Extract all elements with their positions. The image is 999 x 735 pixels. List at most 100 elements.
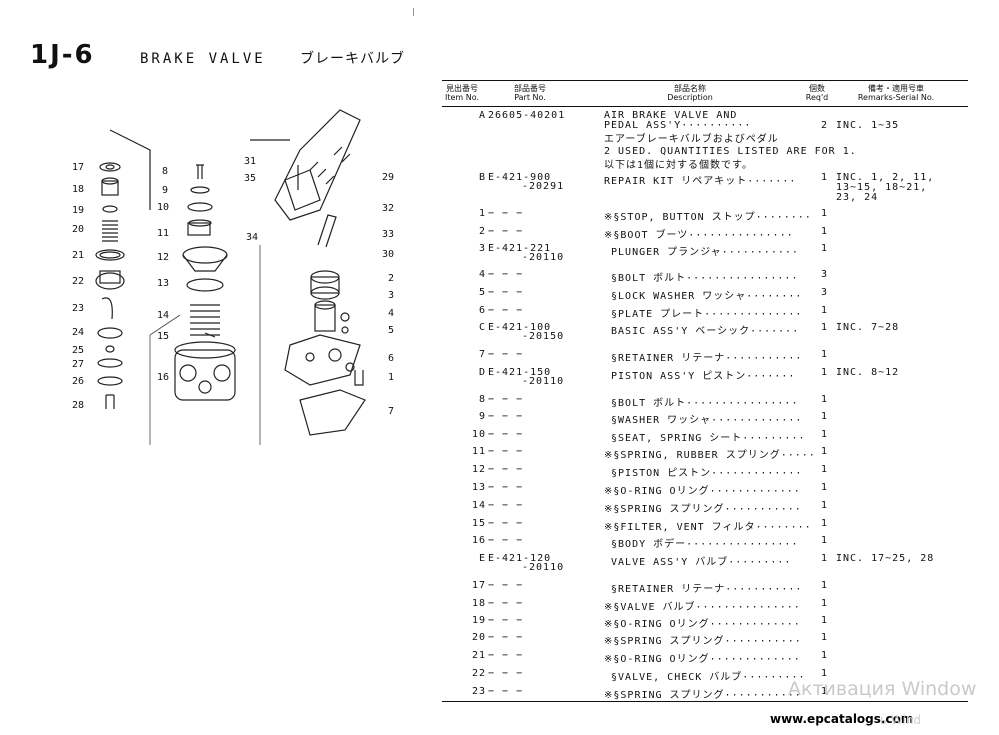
- table-row: 8− − − §BOLT ボルト················1: [442, 394, 968, 409]
- callout-26: 26: [72, 376, 85, 387]
- cell-qty: 1: [820, 305, 828, 316]
- cell-qty: 1: [820, 668, 828, 679]
- cell-part: 26605-40201: [488, 110, 566, 121]
- header-part-no: 部品番号 Part No.: [500, 84, 560, 102]
- cell-part: − − −: [488, 580, 524, 591]
- cell-no: B: [478, 172, 486, 183]
- cell-qty: 3: [820, 287, 828, 298]
- cell-no: 2: [478, 226, 486, 237]
- table-row: 22− − − §VALVE, CHECK バルブ·········1: [442, 668, 968, 683]
- table-top-rule: [442, 80, 968, 81]
- header-part-no-jp: 部品番号: [514, 84, 546, 93]
- cell-qty: 1: [820, 632, 828, 643]
- cell-desc: REPAIR KIT リペアキット·······: [604, 176, 797, 187]
- cell-part-suffix: -20150: [522, 331, 565, 342]
- callout-32: 32: [382, 203, 395, 214]
- callout-34: 34: [246, 232, 259, 243]
- cell-desc: VALVE ASS'Y バルブ·········: [604, 557, 792, 568]
- cell-part: − − −: [488, 349, 524, 360]
- cell-desc: ※§O-RING Oリング·············: [604, 619, 801, 630]
- header-qty-jp: 個数: [809, 84, 825, 93]
- table-row: 23− − −※§SPRING スプリング···········1: [442, 686, 968, 701]
- cell-desc: §RETAINER リテーナ···········: [604, 584, 803, 595]
- cell-part: − − −: [488, 226, 524, 237]
- callout-18: 18: [72, 184, 85, 195]
- cell-part: E-421-150: [488, 367, 552, 378]
- cell-desc: ※§SPRING スプリング···········: [604, 636, 802, 647]
- cell-desc: ※§FILTER, VENT フィルタ········: [604, 522, 812, 533]
- callout-15: 15: [157, 331, 170, 342]
- cell-no: D: [478, 367, 486, 378]
- cell-no: 18: [471, 598, 486, 609]
- table-row: 1− − −※§STOP, BUTTON ストップ········1: [442, 208, 968, 223]
- cell-qty: 1: [820, 226, 828, 237]
- callout-17: 17: [72, 162, 85, 173]
- cell-no: 13: [471, 482, 486, 493]
- cell-desc: §BOLT ボルト················: [604, 398, 799, 409]
- header-item-no-jp: 見出番号: [446, 84, 478, 93]
- cell-desc: AIR BRAKE VALVE AND: [604, 110, 738, 121]
- cell-no: E: [478, 553, 486, 564]
- cell-no: 23: [471, 686, 486, 697]
- cell-desc: §WASHER ワッシャ·············: [604, 415, 803, 426]
- callout-35: 35: [244, 173, 257, 184]
- callout-3: 3: [388, 290, 395, 301]
- page-title: BRAKE VALVE ブレーキバルブ: [140, 48, 405, 68]
- cell-no: 15: [471, 518, 486, 529]
- cell-no: 21: [471, 650, 486, 661]
- cell-qty: 1: [820, 518, 828, 529]
- table-row: 21− − −※§O-RING Oリング·············1: [442, 650, 968, 665]
- callout-1: 1: [388, 372, 395, 383]
- cell-no: 11: [471, 446, 486, 457]
- table-row: 6− − − §PLATE プレート··············1: [442, 305, 968, 320]
- cell-qty: 1: [820, 500, 828, 511]
- callout-7: 7: [388, 406, 395, 417]
- cell-part: − − −: [488, 429, 524, 440]
- callout-22: 22: [72, 276, 85, 287]
- header-item-no-en: Item No.: [444, 93, 480, 102]
- callout-28: 28: [72, 400, 85, 411]
- cell-no: 6: [478, 305, 486, 316]
- callout-25: 25: [72, 345, 85, 356]
- cell-desc: §RETAINER リテーナ···········: [604, 353, 803, 364]
- table-row: 5− − − §LOCK WASHER ワッシャ········3: [442, 287, 968, 302]
- site-watermark: www.epcatalogs.com: [770, 712, 914, 726]
- cell-qty: 3: [820, 269, 828, 280]
- header-description: 部品名称 Description: [650, 84, 730, 102]
- cell-qty: 1: [820, 349, 828, 360]
- header-qty-en: Req'd: [805, 93, 829, 102]
- header-qty: 個数 Req'd: [800, 84, 834, 102]
- cell-qty: 2: [820, 120, 828, 131]
- header-remarks: 備考・適用号車 Remarks-Serial No.: [846, 84, 946, 102]
- table-row: 12− − − §PISTON ピストン·············1: [442, 464, 968, 479]
- cell-desc: §BOLT ボルト················: [604, 273, 799, 284]
- cell-part: − − −: [488, 668, 524, 679]
- table-row: 15− − −※§FILTER, VENT フィルタ········1: [442, 518, 968, 533]
- exploded-diagram: [95, 109, 366, 445]
- callout-20: 20: [72, 224, 85, 235]
- cell-part: − − −: [488, 208, 524, 219]
- cell-qty: 1: [820, 394, 828, 405]
- callout-6: 6: [388, 353, 395, 364]
- header-description-jp: 部品名称: [674, 84, 706, 93]
- cell-part: E-421-120: [488, 553, 552, 564]
- callout-9: 9: [162, 185, 169, 196]
- cell-part: E-421-900: [488, 172, 552, 183]
- table-row: 11− − −※§SPRING, RUBBER スプリング·····1: [442, 446, 968, 461]
- callout-33: 33: [382, 229, 395, 240]
- table-row: エアーブレーキバルブおよびペダル: [442, 130, 968, 145]
- cell-part-suffix: -20110: [522, 252, 565, 263]
- cell-part: − − −: [488, 482, 524, 493]
- cell-part: − − −: [488, 287, 524, 298]
- cell-qty: 1: [820, 464, 828, 475]
- table-row: 2 USED. QUANTITIES LISTED ARE FOR 1.: [442, 146, 968, 160]
- table-bottom-rule: [442, 701, 968, 702]
- cell-qty: 1: [820, 446, 828, 457]
- cell-qty: 1: [820, 172, 828, 183]
- callout-30: 30: [382, 249, 395, 260]
- cell-qty: 1: [820, 243, 828, 254]
- table-row: 20− − −※§SPRING スプリング···········1: [442, 632, 968, 647]
- table-row: 23, 24: [442, 192, 968, 206]
